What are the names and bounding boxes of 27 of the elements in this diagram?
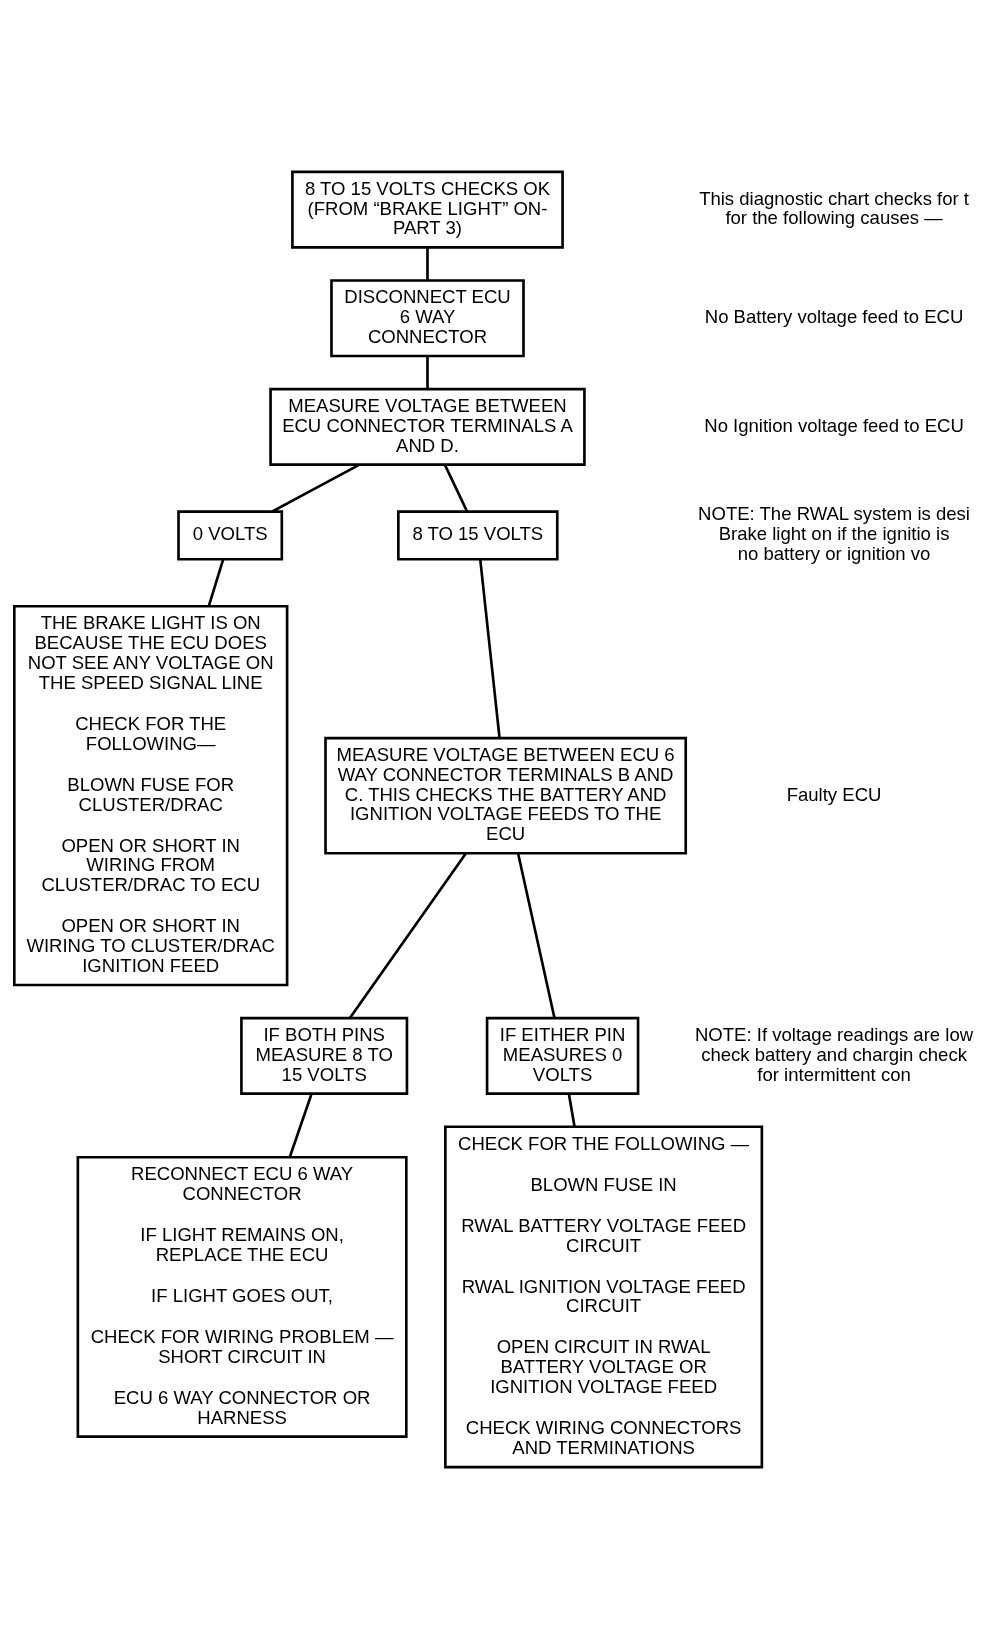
node-box: 8 TO 15 VOLTS CHECKS OK (FROM “BRAKE LIGHT” ON-PART 3) xyxy=(290,170,564,249)
connector xyxy=(207,559,224,607)
label: NOTE: If voltage readings are low check battery and chargin check for intermittent con xyxy=(694,1023,973,1085)
node-box: 0 VOLTS xyxy=(176,510,283,561)
label: This diagnostic chart checks for t for the following causes — xyxy=(698,187,969,229)
label: Faulty ECU xyxy=(786,783,881,805)
node-box: RECONNECT ECU 6 WAY CONNECTOR IF LIGHT REMAINS ON, REPLACE THE ECU IF LIGHT GOES OUT, CHECK FOR WIRING PROBLEM — SHORT CIRCUIT IN ECU 6 WAY CONNECTOR OR HARNESS xyxy=(76,1155,408,1438)
connector xyxy=(348,852,467,1019)
node-box: DISCONNECT ECU 6 WAY CONNECTOR xyxy=(329,279,525,358)
label: NOTE: The RWAL system is desi Brake light on if the ignitio is no battery or ignition vo xyxy=(697,503,970,565)
node-box: CHECK FOR THE FOLLOWING — BLOWN FUSE IN RWAL BATTERY VOLTAGE FEED CIRCUIT RWAL IGNITION VOLTAGE FEED CIRCUIT OPEN CIRCUIT IN RWAL BATTERY VOLTAGE OR IGNITION VOLTAGE FEED CHECK WIRING CONNECTORS AND TERMINATIONS xyxy=(443,1125,763,1469)
connector xyxy=(478,559,501,738)
node-box: MEASURE VOLTAGE BETWEEN ECU CONNECTOR TERMINALS A AND D. xyxy=(268,387,586,466)
connector xyxy=(288,1093,313,1158)
connector xyxy=(425,247,429,281)
connector xyxy=(425,356,429,389)
label: No Battery voltage feed to ECU xyxy=(704,306,963,328)
node-box: MEASURE VOLTAGE BETWEEN ECU 6 WAY CONNECTOR TERMINALS B AND C. THIS CHECKS THE BATTERY AND IGNITION VOLTAGE FEEDS TO THE ECU xyxy=(323,736,687,855)
node-box: IF BOTH PINS MEASURE 8 TO 15 VOLTS xyxy=(239,1016,408,1095)
label: No Ignition voltage feed to ECU xyxy=(703,414,964,436)
node-box: THE BRAKE LIGHT IS ON BECAUSE THE ECU DOES NOT SEE ANY VOLTAGE ON THE SPEED SIGNAL LINE CHECK FOR THE FOLLOWING— BLOWN FUSE FOR CLUSTER/DRAC OPEN OR SHORT IN WIRING FROM CLUSTER/DRAC TO ECU OPEN OR SHORT IN WIRING TO CLUSTER/DRAC IGNITION FEED xyxy=(12,604,288,987)
node-box: IF EITHER PIN MEASURES 0 VOLTS xyxy=(485,1016,639,1095)
connector xyxy=(271,463,360,513)
connector xyxy=(443,464,468,513)
connector xyxy=(516,853,556,1019)
connector xyxy=(567,1093,576,1127)
node-box: 8 TO 15 VOLTS xyxy=(396,510,559,561)
